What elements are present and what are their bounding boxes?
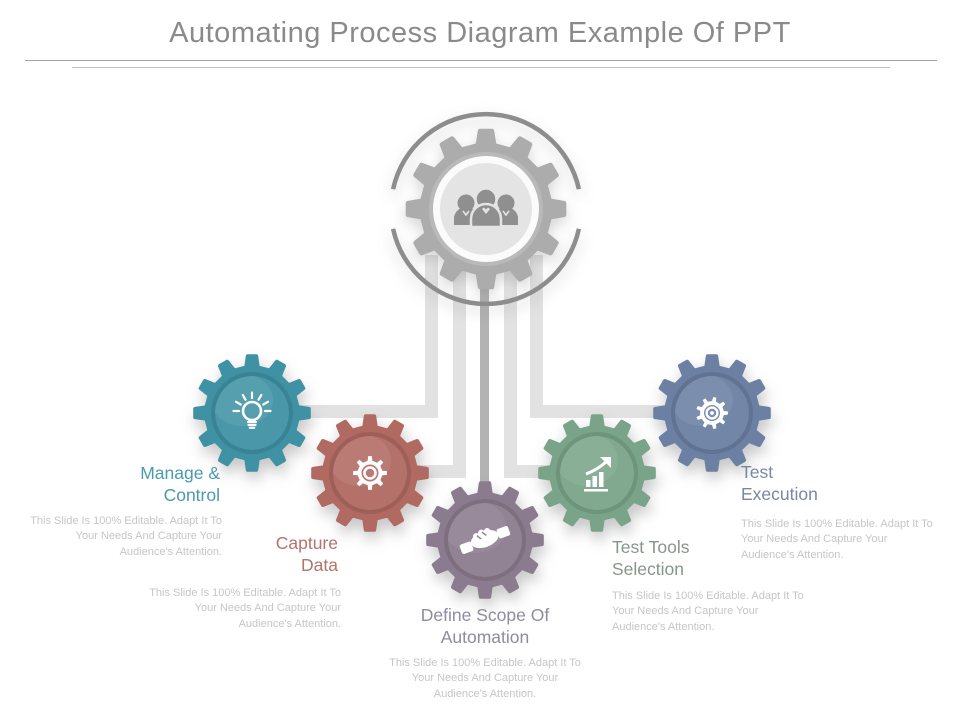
connector-tools-vertical xyxy=(504,255,517,478)
step-caption-exec: This Slide Is 100% Editable. Adapt It To… xyxy=(741,518,933,561)
title-divider-bottom xyxy=(72,67,890,68)
connector-exec-vertical xyxy=(530,255,543,418)
gear-define-scope xyxy=(426,481,544,599)
central-gear xyxy=(390,111,582,307)
step-caption-capture: This Slide Is 100% Editable. Adapt It To… xyxy=(149,587,341,630)
step-caption-tools: This Slide Is 100% Editable. Adapt It To… xyxy=(612,590,804,633)
gear-capture-data xyxy=(311,414,429,532)
step-caption-define: This Slide Is 100% Editable. Adapt It To… xyxy=(389,657,581,700)
step-caption-manage: This Slide Is 100% Editable. Adapt It To… xyxy=(30,515,222,558)
slide-title: Automating Process Diagram Example Of PP… xyxy=(169,17,791,49)
step-label-manage: Manage & Control xyxy=(140,463,220,506)
step-label-capture: Capture Data xyxy=(275,533,338,576)
gear-test-tools xyxy=(538,414,656,532)
connector-define-vertical xyxy=(480,255,489,540)
step-label-tools: Test Tools Selection xyxy=(612,537,690,580)
connector-manage-vertical xyxy=(425,255,438,418)
gear-test-execution xyxy=(653,354,771,472)
team-icon xyxy=(454,187,518,229)
title-divider-top xyxy=(25,60,937,61)
gear-manage-control xyxy=(193,354,311,472)
step-label-define: Define Scope Of Automation xyxy=(420,605,550,648)
connector-capture-vertical xyxy=(453,255,466,478)
step-label-exec: Test Execution xyxy=(741,462,818,505)
